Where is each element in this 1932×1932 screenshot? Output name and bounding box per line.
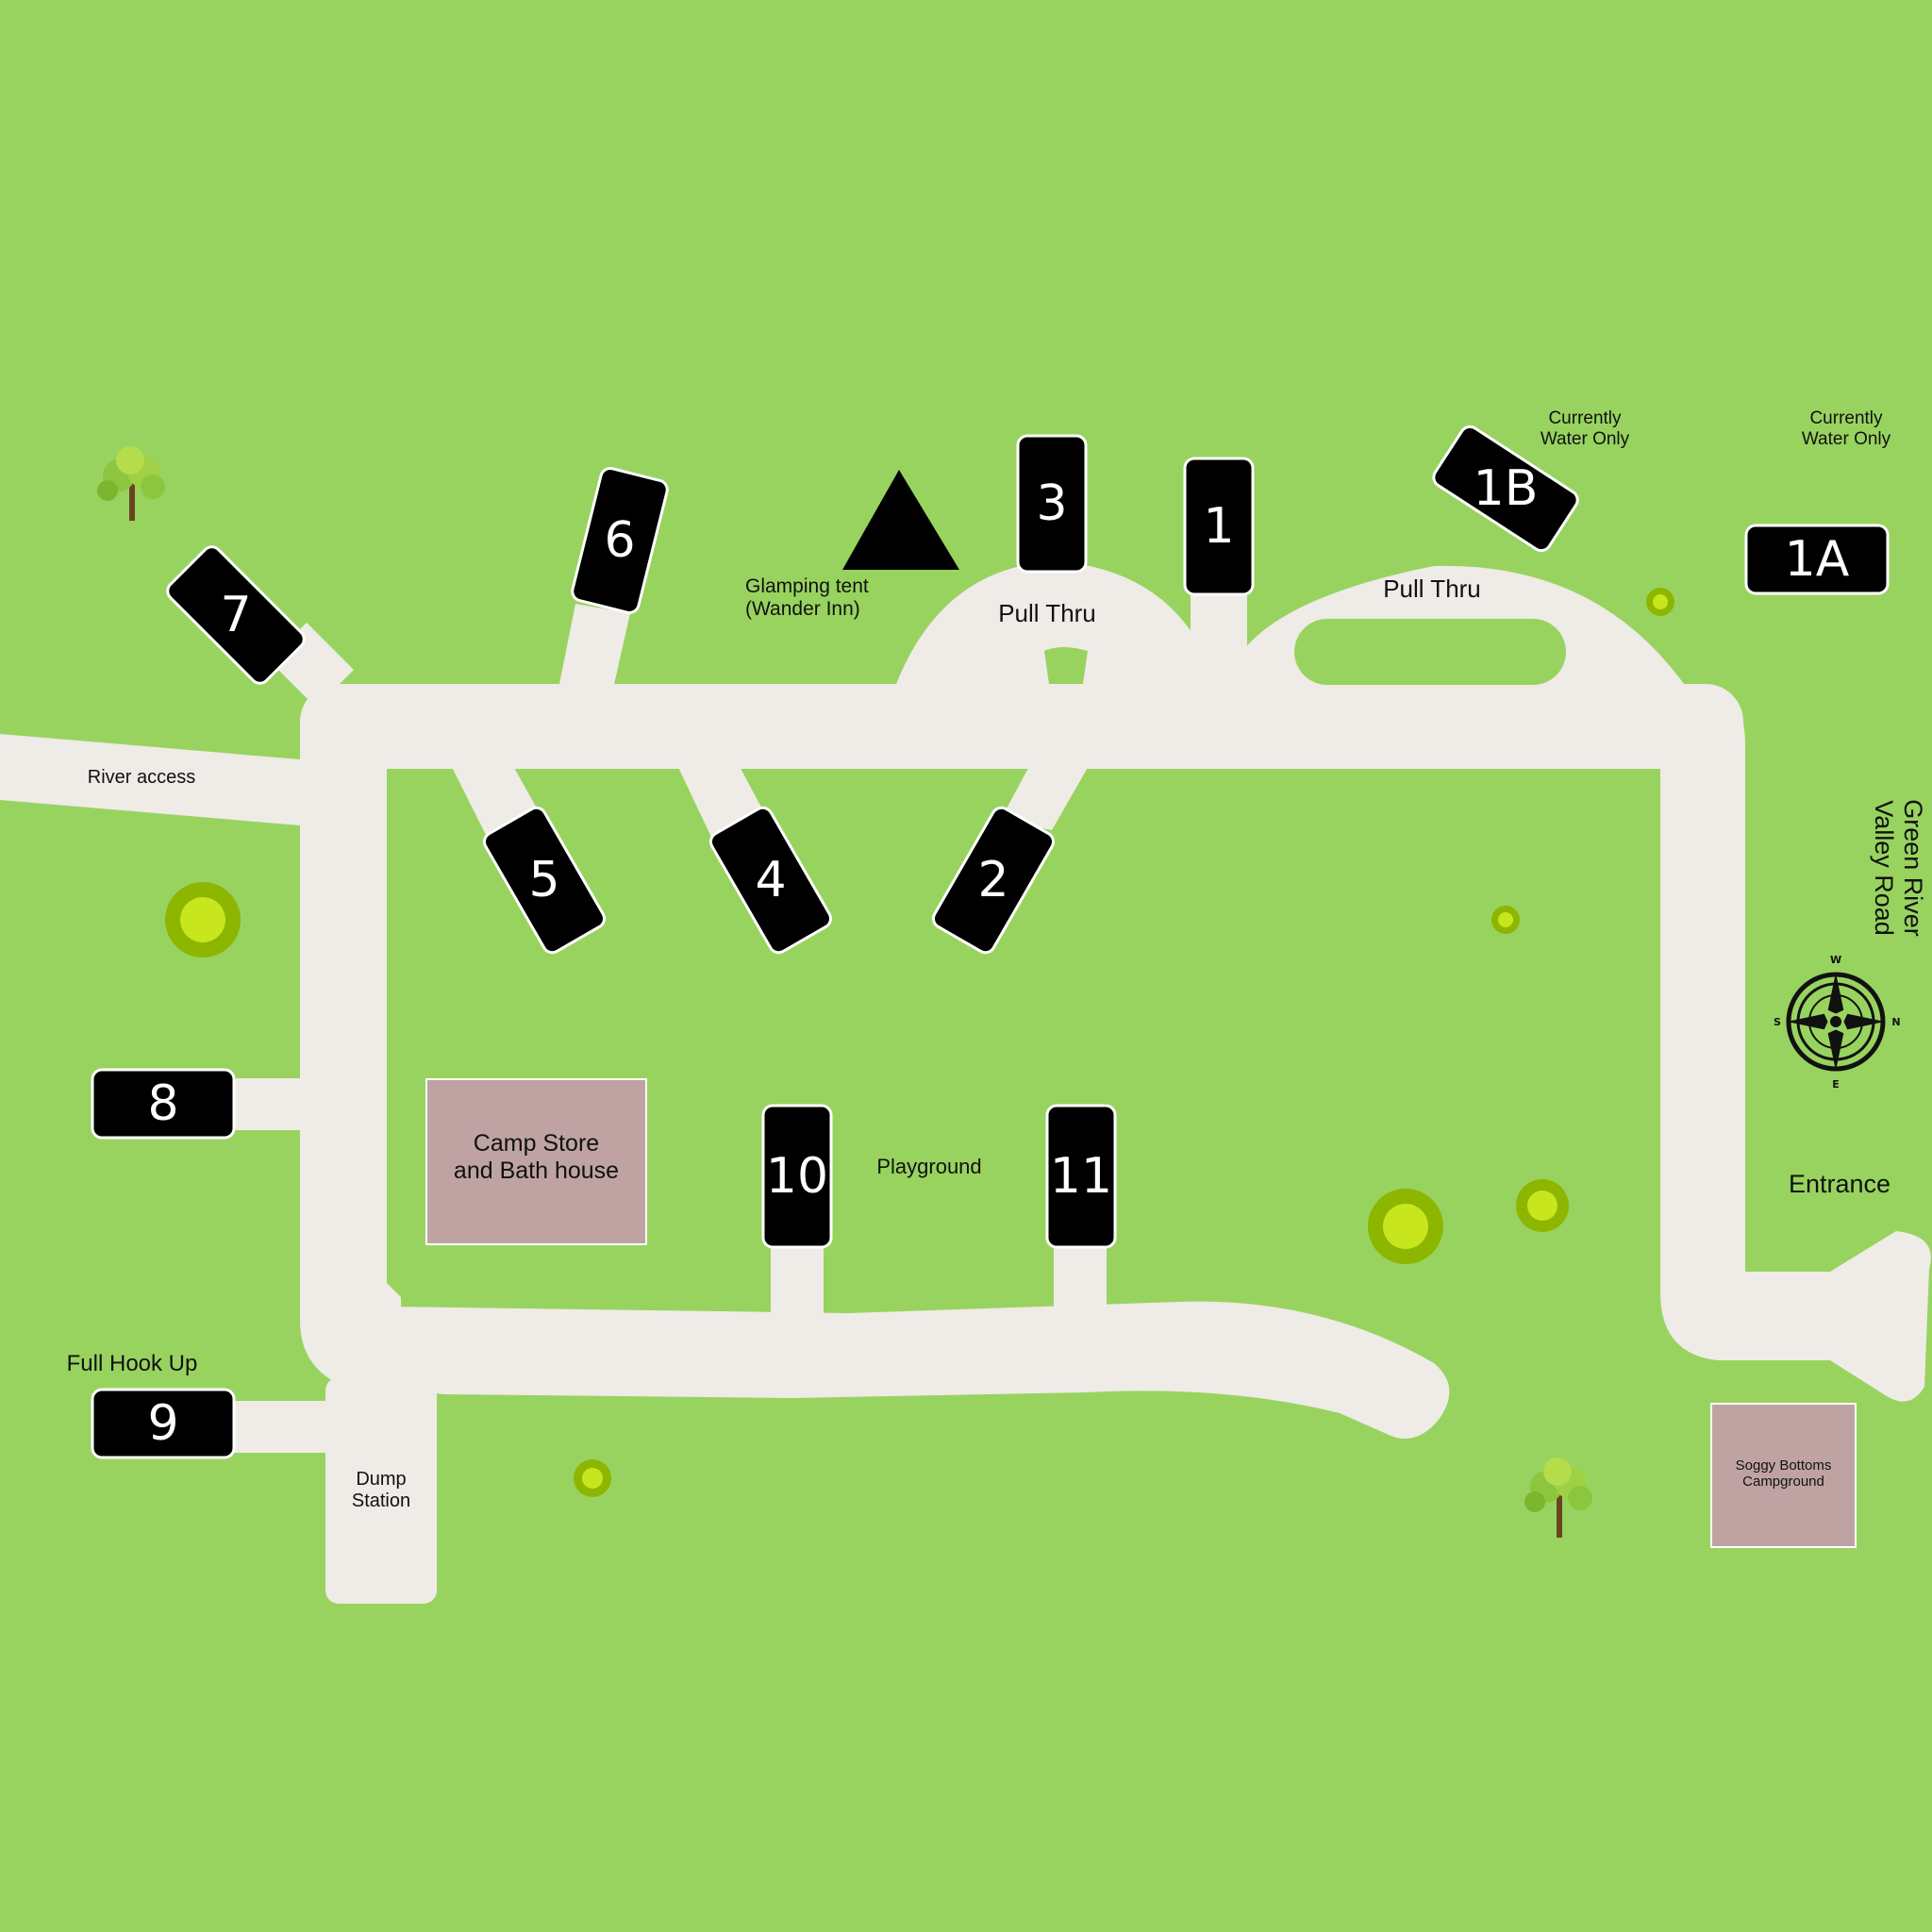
site-2-number: 2 <box>977 852 1008 908</box>
tree-icon <box>97 446 165 521</box>
spur-site-11 <box>1054 1236 1107 1316</box>
camp-store-building <box>425 1078 647 1245</box>
site-2[interactable]: 2 <box>930 805 1057 957</box>
pull-thru-loop-west <box>896 561 1217 684</box>
bush-icon <box>1516 1179 1569 1232</box>
full-hook-up-label: Full Hook Up <box>66 1351 198 1376</box>
site-10[interactable]: 10 <box>761 1104 833 1249</box>
site-9-number: 9 <box>147 1395 178 1452</box>
site-6[interactable]: 6 <box>571 466 670 614</box>
bush-icon <box>1646 588 1674 616</box>
east-road <box>1660 684 1931 1402</box>
compass-n-label: N <box>1891 1016 1900 1028</box>
site-6-number: 6 <box>604 512 635 569</box>
site-1[interactable]: 1 <box>1183 457 1255 596</box>
site-3[interactable]: 3 <box>1016 434 1088 574</box>
site-1b-number: 1B <box>1474 460 1539 517</box>
site-4[interactable]: 4 <box>708 805 834 957</box>
glamping-tent-icon <box>842 470 959 570</box>
spur-site-6 <box>558 604 630 689</box>
pull-thru-label-east: Pull Thru <box>1383 575 1481 603</box>
bush-icon <box>1491 906 1520 934</box>
bush-icon <box>1368 1189 1443 1264</box>
west-road <box>300 684 401 1387</box>
dump-station-road <box>325 1377 437 1604</box>
entrance-label: Entrance <box>1788 1170 1891 1198</box>
spur-site-10 <box>771 1236 824 1321</box>
soggy-bottoms-building <box>1710 1403 1857 1548</box>
bush-icon <box>165 882 241 958</box>
site-7[interactable]: 7 <box>164 543 308 688</box>
site-5-number: 5 <box>528 852 559 908</box>
loop-island-west <box>1044 647 1088 684</box>
soggy-bottoms-label: Soggy Bottoms Campground <box>1735 1457 1832 1491</box>
site-7-number: 7 <box>220 587 251 643</box>
pull-thru-label-west: Pull Thru <box>998 599 1096 627</box>
site-3-number: 3 <box>1036 475 1067 532</box>
playground-label: Playground <box>876 1155 982 1178</box>
compass-icon: W E N S <box>1774 954 1901 1091</box>
site-4-number: 4 <box>755 852 786 908</box>
bottom-road <box>387 1301 1450 1439</box>
camp-store-label: Camp Store and Bath house <box>453 1130 620 1184</box>
site-8-number: 8 <box>147 1075 178 1132</box>
spur-site-9 <box>226 1401 330 1453</box>
site-11-number: 11 <box>1050 1148 1112 1205</box>
site-1a-number: 1A <box>1785 531 1850 588</box>
river-access-road <box>0 734 300 825</box>
site-1a[interactable]: 1A <box>1744 524 1890 595</box>
site-10-number: 10 <box>766 1148 828 1205</box>
spur-site-2 <box>1000 759 1092 830</box>
water-only-label-1a: Currently Water Only <box>1801 408 1891 449</box>
bush-icon <box>574 1459 611 1497</box>
spur-site-8 <box>226 1078 311 1130</box>
site-1b[interactable]: 1B <box>1426 417 1586 560</box>
site-11[interactable]: 11 <box>1045 1104 1117 1249</box>
spur-site-1 <box>1191 590 1247 693</box>
site-9[interactable]: 9 <box>91 1388 236 1459</box>
compass-e-label: E <box>1832 1078 1840 1091</box>
water-only-label-1b: Currently Water Only <box>1540 408 1630 449</box>
tree-icon <box>1524 1457 1592 1538</box>
river-access-label: River access <box>87 767 196 788</box>
loop-island-east <box>1294 619 1566 685</box>
site-1-number: 1 <box>1203 498 1234 555</box>
compass-w-label: W <box>1830 954 1841 966</box>
compass-s-label: S <box>1774 1016 1781 1028</box>
dump-station-label: Dump Station <box>351 1469 411 1511</box>
road-name-label: Green River Valley Road <box>1870 799 1928 937</box>
glamping-tent-label: Glamping tent (Wander Inn) <box>745 575 869 621</box>
site-8[interactable]: 8 <box>91 1068 236 1140</box>
main-road <box>300 684 1743 769</box>
site-5[interactable]: 5 <box>481 805 608 957</box>
